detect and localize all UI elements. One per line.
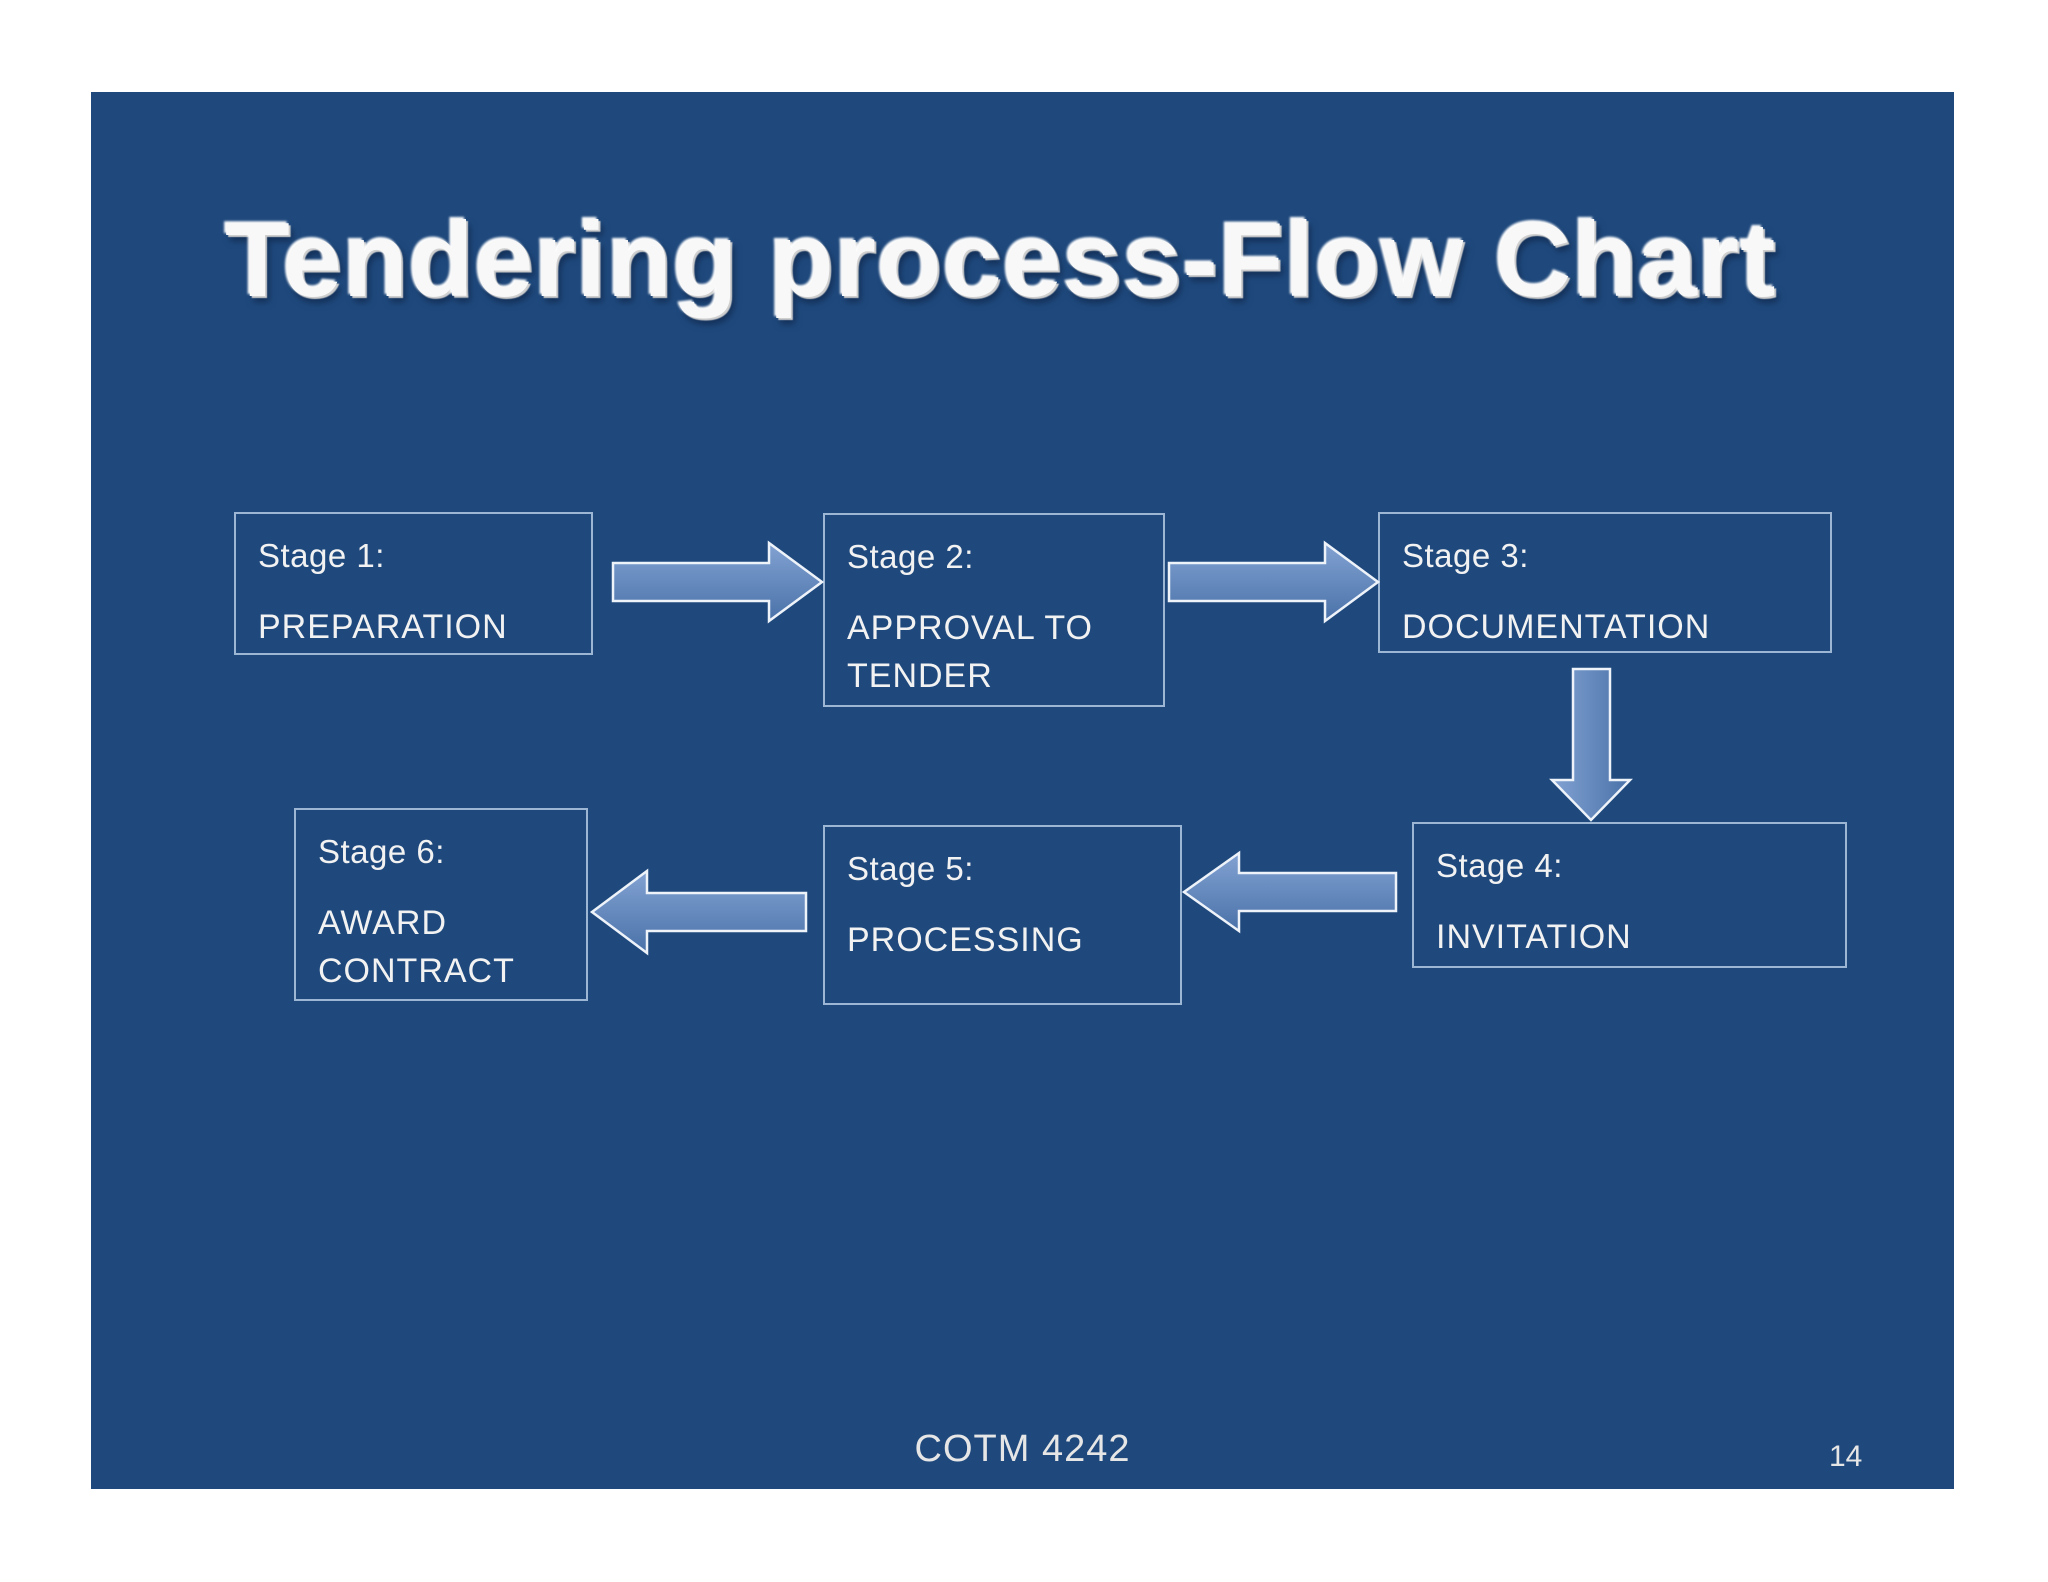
stage-1-name: PREPARATION (258, 607, 508, 646)
flow-arrow-stage5-to-stage6-left-icon (589, 868, 808, 956)
stage-3-box: Stage 3: DOCUMENTATION (1378, 512, 1832, 653)
flow-arrow-stage3-to-stage4-down-icon (1549, 667, 1633, 822)
stage-3-name: DOCUMENTATION (1402, 607, 1711, 646)
stage-1-box: Stage 1: PREPARATION (234, 512, 593, 655)
stage-1-label: Stage 1: (258, 537, 385, 574)
flow-arrow-stage2-to-stage3-right-icon (1167, 540, 1381, 624)
stage-6-box: Stage 6: AWARD CONTRACT (294, 808, 588, 1001)
stage-2-box: Stage 2: APPROVAL TO TENDER (823, 513, 1165, 707)
flow-arrow-stage1-to-stage2-right-icon (611, 540, 825, 624)
stage-6-label: Stage 6: (318, 833, 445, 870)
stage-2-name: APPROVAL TO TENDER (847, 608, 1093, 695)
flow-arrow-stage4-to-stage5-left-icon (1181, 850, 1398, 934)
stage-4-box: Stage 4: INVITATION (1412, 822, 1847, 968)
stage-6-name: AWARD CONTRACT (318, 903, 515, 990)
stage-5-name: PROCESSING (847, 920, 1084, 959)
stage-4-label: Stage 4: (1436, 847, 1563, 884)
stage-4-name: INVITATION (1436, 917, 1632, 956)
page-number: 14 (1829, 1440, 1863, 1473)
stage-5-box: Stage 5: PROCESSING (823, 825, 1182, 1005)
stage-5-label: Stage 5: (847, 850, 974, 887)
stage-2-label: Stage 2: (847, 538, 974, 575)
footer-course-code: COTM 4242 (914, 1428, 1131, 1470)
stage-3-label: Stage 3: (1402, 537, 1529, 574)
slide-title: Tendering process-Flow Chart (225, 201, 1777, 319)
slide: Tendering process-Flow Chart Stage 1: PR… (91, 92, 1954, 1489)
